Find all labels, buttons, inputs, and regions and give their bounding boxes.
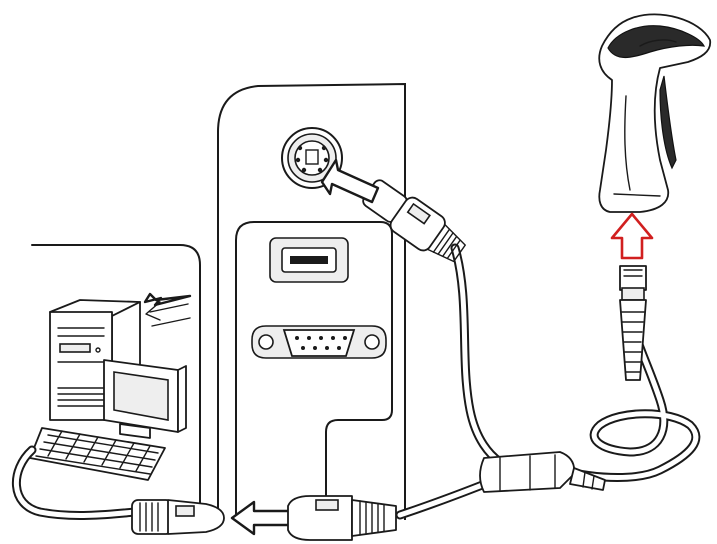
modular-plug-icon — [620, 266, 646, 380]
serial-port-icon — [252, 326, 386, 358]
scanner-insert-arrow — [612, 214, 652, 258]
usb-port-icon — [270, 238, 348, 282]
monitor-icon — [104, 360, 186, 438]
y-cable-icon — [400, 248, 696, 515]
keyboard-ps2-plug — [132, 500, 224, 534]
barcode-scanner-icon — [599, 14, 710, 212]
computer-indicator-arrows — [145, 294, 190, 326]
